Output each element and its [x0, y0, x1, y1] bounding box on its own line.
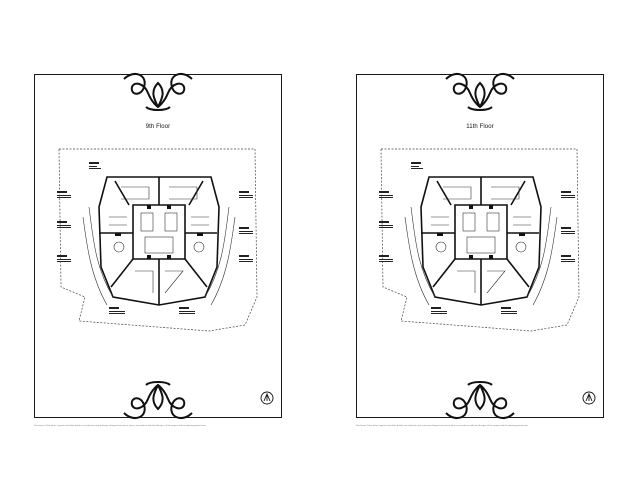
- north-arrow-icon: [582, 391, 596, 405]
- disclaimer-text: Disclaimer: Floor plans, layouts and oth…: [356, 425, 529, 427]
- floor-plan-page-9: 9th Floor: [34, 72, 282, 420]
- floor-plan-drawing: [49, 147, 269, 337]
- flourish-ornament-top: [114, 69, 202, 115]
- flourish-ornament-bottom: [436, 377, 524, 423]
- floor-plan-page-11: 11th Floor: [356, 72, 604, 420]
- flourish-ornament-bottom: [114, 377, 202, 423]
- north-arrow-icon: [260, 391, 274, 405]
- floor-title: 11th Floor: [466, 124, 494, 130]
- floor-title: 9th Floor: [145, 124, 171, 130]
- disclaimer-text: Disclaimer: Floor plans, layouts and oth…: [34, 425, 207, 427]
- floor-plan-drawing: [371, 147, 591, 337]
- flourish-ornament-top: [436, 69, 524, 115]
